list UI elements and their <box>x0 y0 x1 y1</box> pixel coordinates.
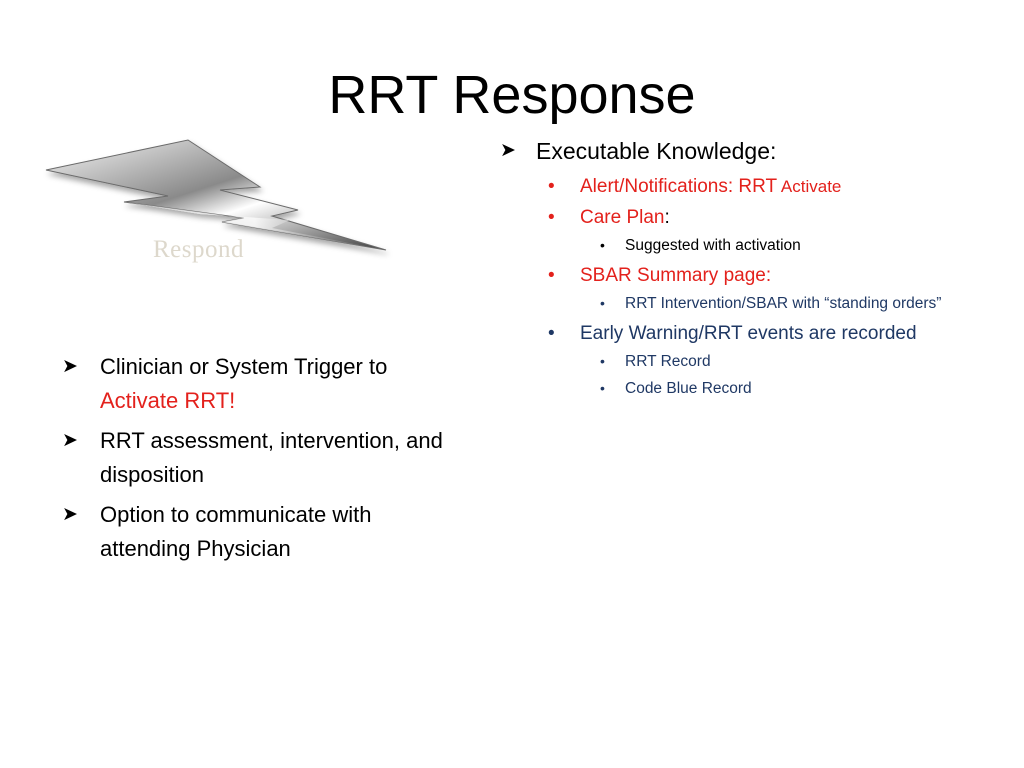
bullet-icon: • <box>600 295 605 311</box>
right-content: ➤ Executable Knowledge: • Alert/Notifica… <box>496 134 966 400</box>
list-item: • Alert/Notifications: RRT Activate <box>496 174 966 199</box>
alert-notifications-label: Alert/Notifications: RRT <box>580 176 778 197</box>
left-content: ➤ Clinician or System Trigger to Activat… <box>62 350 462 572</box>
list-item: ➤ Option to communicate with attending P… <box>62 498 462 566</box>
list-item: • RRT Intervention/SBAR with “standing o… <box>496 292 966 315</box>
bullet-icon: • <box>600 380 605 396</box>
arrow-bullet-icon: ➤ <box>500 140 516 161</box>
care-plan-label: Care Plan <box>580 207 665 228</box>
list-item: • Suggested with activation <box>496 234 966 257</box>
trigger-text: Clinician or System Trigger to <box>100 354 388 379</box>
list-item: ➤ RRT assessment, intervention, and disp… <box>62 424 462 492</box>
bullet-icon: • <box>600 237 605 253</box>
bullet-icon: • <box>548 265 555 286</box>
code-blue-record-item: Code Blue Record <box>625 380 752 397</box>
assessment-text: RRT assessment, intervention, and dispos… <box>100 428 443 487</box>
list-item: • Care Plan: <box>496 205 966 230</box>
rrt-record-item: RRT Record <box>625 353 711 370</box>
arrow-bullet-icon: ➤ <box>62 356 78 377</box>
arrow-bullet-icon: ➤ <box>62 504 78 525</box>
list-item: • Early Warning/RRT events are recorded <box>496 321 966 346</box>
respond-label: Respond <box>153 236 244 263</box>
care-plan-colon: : <box>664 207 670 228</box>
early-warning-text: Early Warning/RRT events are recorded <box>580 323 917 344</box>
communicate-text: Option to communicate with attending Phy… <box>100 502 372 561</box>
activate-rrt-text: Activate RRT! <box>100 388 236 413</box>
executable-knowledge-heading: Executable Knowledge: <box>536 138 777 164</box>
alert-activate-text: Activate <box>777 177 842 196</box>
list-item: • SBAR Summary page: <box>496 263 966 288</box>
care-plan-subitem: Suggested with activation <box>625 237 801 254</box>
list-item: • RRT Record <box>496 350 966 373</box>
list-item: ➤ Executable Knowledge: <box>496 134 966 168</box>
bullet-icon: • <box>600 353 605 369</box>
bullet-icon: • <box>548 176 555 197</box>
arrow-bullet-icon: ➤ <box>62 430 78 451</box>
sbar-subitem: RRT Intervention/SBAR with “standing ord… <box>625 295 942 312</box>
list-item: ➤ Clinician or System Trigger to Activat… <box>62 350 462 418</box>
slide-title: RRT Response <box>328 65 696 125</box>
list-item: • Code Blue Record <box>496 377 966 400</box>
lightning-bolt-icon <box>45 139 387 251</box>
bullet-icon: • <box>548 207 555 228</box>
bullet-icon: • <box>548 323 555 344</box>
sbar-summary-label: SBAR Summary page: <box>580 265 772 286</box>
